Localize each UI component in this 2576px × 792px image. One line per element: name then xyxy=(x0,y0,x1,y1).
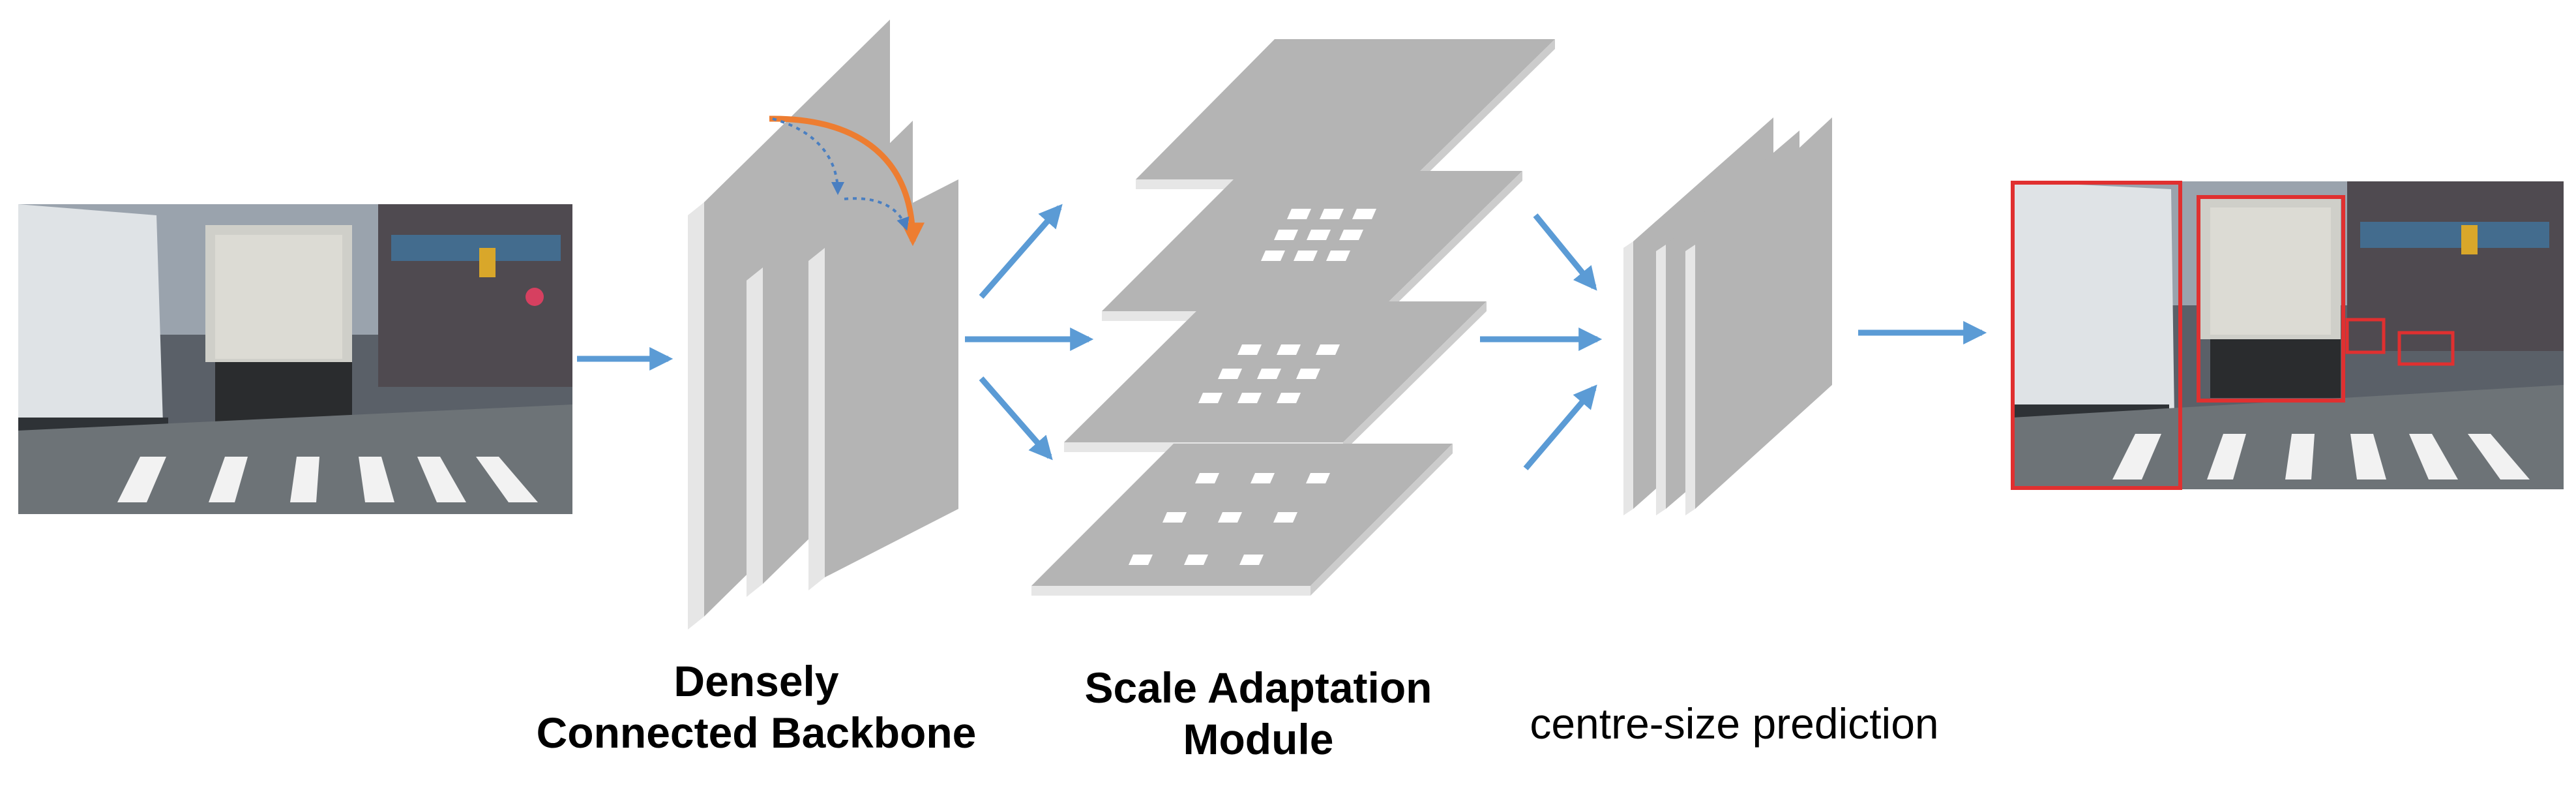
sam-layer-4 xyxy=(1031,444,1453,596)
sam-label-line1: Scale Adaptation xyxy=(1084,663,1432,712)
prediction-layers xyxy=(1623,117,1832,515)
arrow-sam-to-pred-top xyxy=(1533,213,1597,291)
backbone-layers xyxy=(688,20,958,630)
arrow-backbone-to-sam-top xyxy=(979,204,1063,299)
detection-box-car-2 xyxy=(2397,331,2455,366)
sam-layer-3-holes xyxy=(1198,344,1340,403)
sam-layer-1 xyxy=(1136,39,1555,189)
sam-layer-3 xyxy=(1064,301,1487,452)
prediction-label: centre-size prediction xyxy=(1530,699,1939,748)
sam-label: Scale Adaptation Module xyxy=(958,662,1558,765)
backbone-label-line2: Connected Backbone xyxy=(536,708,977,757)
dense-dotted-link-2 xyxy=(844,197,910,231)
sam-layers xyxy=(1031,39,1555,596)
detection-box-left-truck xyxy=(2011,181,2182,490)
dense-dotted-link-1 xyxy=(772,117,844,195)
detection-box-car-1 xyxy=(2345,318,2386,354)
arrow-backbone-to-sam-bottom xyxy=(979,376,1053,461)
backbone-label-line1: Densely xyxy=(674,657,839,705)
arrow-sam-to-pred-bottom xyxy=(1523,384,1597,470)
detection-box-center-truck xyxy=(2197,195,2345,403)
sam-layer-2 xyxy=(1102,171,1522,321)
dense-skip-arc xyxy=(769,115,925,247)
backbone-label: Densely Connected Backbone xyxy=(456,656,1056,759)
sam-label-line2: Module xyxy=(1183,715,1334,764)
input-image xyxy=(18,204,572,514)
sam-layer-2-holes xyxy=(1261,209,1376,261)
sam-layer-4-holes xyxy=(1129,473,1330,565)
output-image xyxy=(2011,181,2564,490)
